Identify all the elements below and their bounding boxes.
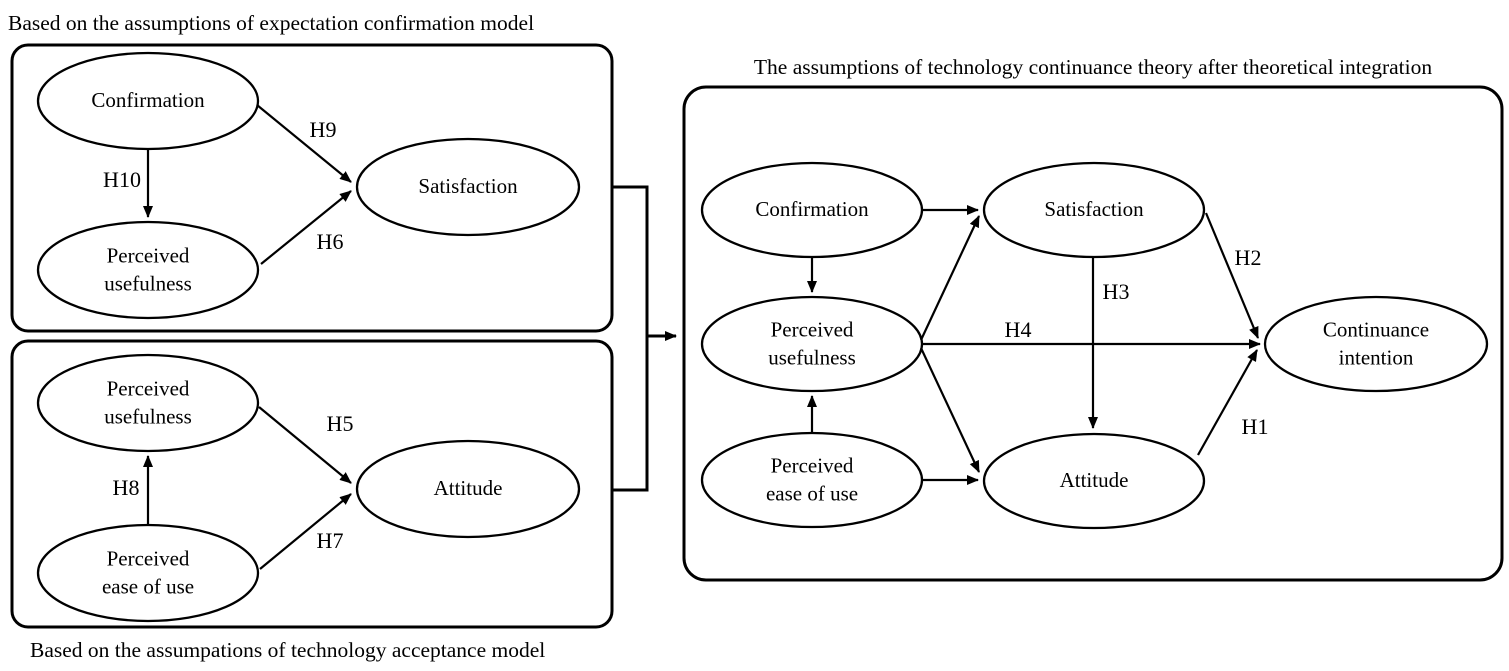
arrow-perceived-usefulness-attitude [920, 347, 980, 473]
node-tct-perceived-usefulness: Perceived usefulness [768, 317, 856, 369]
ellipse-tct-satisfaction [982, 161, 1206, 259]
edge-label-h5: H5 [326, 411, 354, 436]
node-tct-perceived-ease-of-use: Perceived ease of use [765, 453, 859, 505]
arrow-h1-attitude-continuance [1197, 349, 1258, 456]
panel-tct [682, 85, 1504, 582]
node-tam-attitude: Attitude [433, 476, 503, 501]
node-tam-perceived-usefulness: Perceived usefulness [104, 376, 192, 428]
node-ecm-satisfaction: Satisfaction [418, 174, 518, 199]
ellipse-tam-perceived-usefulness [36, 353, 260, 453]
node-tam-perceived-ease-of-use: Perceived ease of use [101, 546, 195, 598]
ellipse-ecm-satisfaction [355, 137, 581, 237]
edge-label-h9: H9 [309, 117, 337, 142]
arrow-h2-satisfaction-continuance [1204, 212, 1260, 339]
edge-label-h3: H3 [1102, 279, 1130, 304]
connector-bracket [612, 185, 649, 492]
edge-label-h2: H2 [1234, 245, 1262, 270]
node-tct-continuance-intention: Continuance intention [1322, 317, 1430, 369]
arrow-h9 [256, 104, 352, 183]
edge-label-h7: H7 [316, 528, 344, 553]
edge-label-h6: H6 [316, 229, 344, 254]
ellipse-tam-attitude [355, 439, 581, 539]
ellipse-ecm-perceived-usefulness [36, 220, 260, 320]
ellipse-tct-attitude [982, 432, 1206, 530]
arrow-perceived-usefulness-satisfaction [920, 215, 980, 341]
arrow-h7 [259, 493, 352, 570]
node-tct-satisfaction: Satisfaction [1044, 197, 1144, 222]
arrow-h6 [260, 190, 352, 265]
tam-panel-caption: Based on the assumpations of technology … [30, 638, 546, 662]
node-tct-confirmation: Confirmation [755, 197, 869, 222]
edge-label-h1: H1 [1241, 414, 1269, 439]
edge-label-h8: H8 [112, 475, 140, 500]
edge-label-h10: H10 [103, 167, 141, 192]
panel-tam [10, 339, 614, 629]
node-tct-attitude: Attitude [1059, 468, 1129, 493]
node-ecm-perceived-usefulness: Perceived usefulness [104, 243, 192, 295]
ellipse-tct-continuance-intention [1263, 295, 1489, 393]
ecm-panel-title: Based on the assumptions of expectation … [8, 11, 535, 35]
tct-panel-title: The assumptions of technology continuanc… [753, 55, 1433, 79]
ellipse-ecm-confirmation [36, 51, 260, 151]
node-ecm-confirmation: Confirmation [91, 88, 205, 113]
edge-label-h4: H4 [1004, 317, 1032, 342]
arrow-h5 [258, 406, 352, 484]
